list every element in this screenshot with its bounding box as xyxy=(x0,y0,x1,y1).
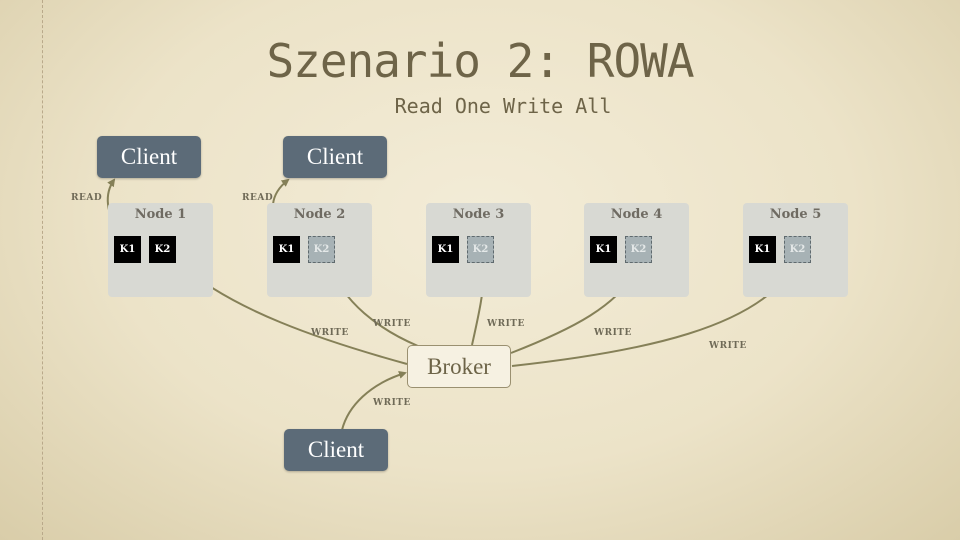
node-4: Node 4 K1 K2 xyxy=(584,203,689,297)
key-k2-stale: K2 xyxy=(467,236,494,263)
node-3: Node 3 K1 K2 xyxy=(426,203,531,297)
edge-label-write-node3: WRITE xyxy=(487,319,525,329)
node-label: Node 2 xyxy=(293,207,346,222)
key-k2-stale: K2 xyxy=(625,236,652,263)
edge-label-write-client: WRITE xyxy=(373,398,411,408)
node-2: Node 2 K1 K2 xyxy=(267,203,372,297)
edge-label-write-node4: WRITE xyxy=(594,328,632,338)
edge-label-write-node5: WRITE xyxy=(709,341,747,351)
node-label: Node 3 xyxy=(452,207,505,222)
edge-label-read-2: READ xyxy=(242,193,274,203)
key-k1: K1 xyxy=(749,236,776,263)
write-arrow-client xyxy=(341,370,407,431)
key-k2-stale: K2 xyxy=(308,236,335,263)
edge-label-read-1: READ xyxy=(71,193,103,203)
key-k1: K1 xyxy=(432,236,459,263)
client-top-left: Client xyxy=(97,136,201,178)
key-k2-current: K2 xyxy=(149,236,176,263)
broker-box: Broker xyxy=(407,345,511,388)
node-1: Node 1 K1 K2 xyxy=(108,203,213,297)
key-k1: K1 xyxy=(273,236,300,263)
client-bottom: Client xyxy=(284,429,388,471)
slide-subtitle: Read One Write All xyxy=(394,94,612,118)
key-k1: K1 xyxy=(114,236,141,263)
edge-label-write-node1: WRITE xyxy=(311,328,349,338)
node-label: Node 1 xyxy=(134,207,187,222)
margin-line xyxy=(42,0,43,540)
key-k1: K1 xyxy=(590,236,617,263)
edge-label-write-node2: WRITE xyxy=(373,319,411,329)
node-5: Node 5 K1 K2 xyxy=(743,203,848,297)
node-label: Node 4 xyxy=(610,207,663,222)
client-top-middle: Client xyxy=(283,136,387,178)
node-label: Node 5 xyxy=(769,207,822,222)
slide-title: Szenario 2: ROWA xyxy=(266,34,694,88)
key-k2-stale: K2 xyxy=(784,236,811,263)
